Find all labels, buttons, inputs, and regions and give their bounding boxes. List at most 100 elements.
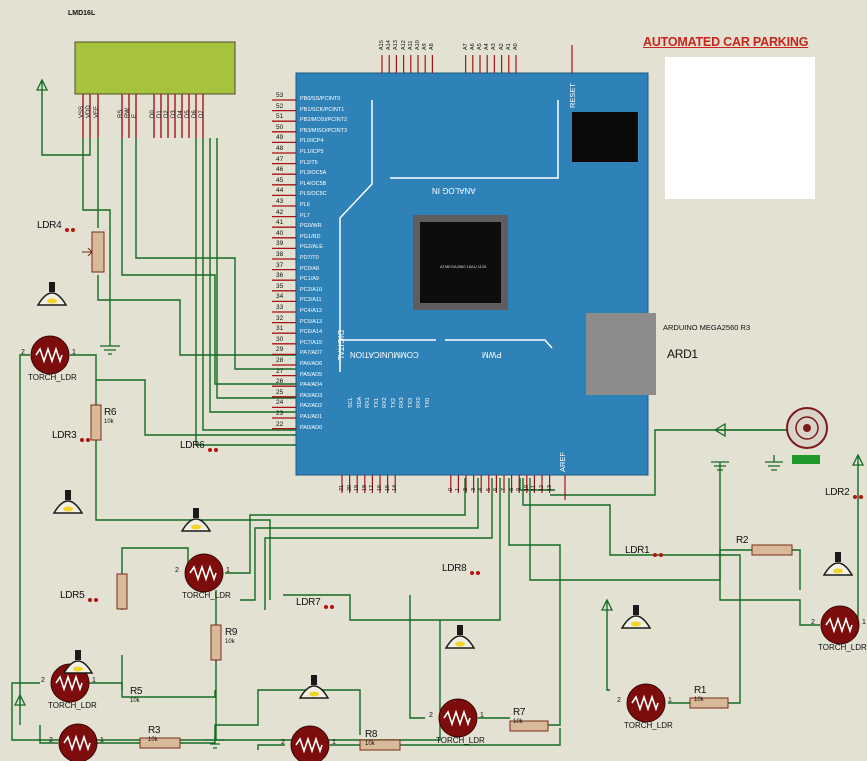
lcd-pin-label: D3	[171, 110, 177, 118]
lcd-pin-label: D2	[164, 110, 170, 118]
lamp-base-icon	[311, 675, 317, 685]
arduino-bottom-pin-label: 11	[531, 485, 538, 491]
resistor-value-label: 10k	[225, 639, 235, 645]
wire-lcd-d4	[216, 138, 298, 399]
reset-label: RESET	[568, 82, 577, 108]
wire-ldr4-right	[70, 354, 97, 405]
resistor-body	[509, 720, 549, 732]
pot-wiper	[82, 247, 93, 257]
arduino-pin-name: PL2/T5	[300, 159, 318, 166]
lamp-bulb-icon	[47, 298, 57, 304]
ground-icon	[206, 735, 224, 749]
page-title: AUTOMATED CAR PARKING	[643, 35, 809, 49]
arduino-pin-name: PA1/AD1	[300, 414, 323, 420]
resistor-value-label: 10k	[694, 697, 704, 703]
wire-r6-down	[95, 440, 271, 600]
lcd-pin-label: D0	[150, 110, 156, 118]
arduino-pin-number: 33	[276, 304, 284, 311]
arduino-pin-number: 41	[276, 219, 284, 227]
lamp-base-icon	[75, 650, 81, 660]
arduino-pin-name: PA5/AD5	[300, 371, 323, 378]
lcd-pin-label: D5	[185, 110, 191, 118]
arduino-comm-pin-label: RX3	[399, 397, 405, 408]
power-arrow-icon	[713, 422, 790, 438]
wire-arduino-9	[264, 478, 493, 610]
dc-motor	[786, 407, 828, 464]
usb-jack	[572, 112, 638, 162]
arduino-pin-number: 32	[276, 314, 284, 322]
arduino-pin-name: PB2/MOSI/PCINT2	[300, 117, 348, 124]
analog-outline	[390, 100, 559, 179]
arduino-bottom-pin-label: 17	[369, 484, 376, 491]
lamp-bulb-icon	[833, 568, 843, 574]
arduino-pin-name: PA2/AD2	[300, 403, 323, 410]
arduino-pin-number: 29	[276, 346, 284, 354]
ldr-zigzag	[631, 694, 659, 712]
arduino-comm-pin-label: RX1	[365, 397, 371, 408]
lcd-pin-label: D1	[157, 110, 163, 118]
wire-ldr6-link	[121, 547, 189, 610]
wire-ldr4-signal	[96, 379, 298, 436]
arduino-pin-name: PA4/AD4	[300, 382, 323, 389]
ground-icon	[100, 340, 120, 355]
ldr-marker-dot	[208, 448, 212, 452]
wire-ldr3-left	[11, 620, 441, 741]
arduino-bottom-pin-label: 10	[523, 484, 530, 491]
ldr-model-label: TORCH_LDR	[182, 591, 231, 600]
ldr-pin-1: 1	[226, 567, 230, 574]
arduino-pin-number: 25	[276, 388, 284, 396]
arduino-pin-name: PC4/A12	[300, 308, 323, 314]
arduino-top-pin-label: A9	[422, 43, 429, 50]
ldr-marker-dot	[65, 228, 69, 232]
resistor-body	[689, 697, 729, 709]
arduino-top-pin-label: A8	[429, 43, 436, 50]
arduino-bottom-pin-label: 1	[455, 487, 462, 491]
ldr-zigzag	[443, 709, 471, 727]
arduino-top-pin-label: A6	[469, 43, 476, 50]
comm-label: COMMUNICATION	[350, 350, 419, 359]
lamp-base-icon	[633, 605, 639, 615]
ground-icon	[711, 461, 729, 471]
ldr-zigzag	[295, 736, 323, 754]
arduino-pin-number: 44	[276, 187, 284, 195]
arduino-pin-number: 28	[276, 357, 284, 364]
ldr-pin-1: 1	[480, 712, 484, 719]
lcd-screen	[74, 41, 236, 95]
power-arrow-icon	[35, 78, 49, 92]
power-arrow-icon	[13, 693, 27, 706]
power-arrow-icon	[851, 453, 865, 466]
arduino-pin-name: PG1/RD	[300, 233, 321, 240]
arduino-pin-number: 43	[276, 198, 284, 205]
digital-outline	[339, 100, 373, 355]
lcd-pin-label: VSS	[79, 105, 85, 118]
ldr-pin-2: 2	[21, 349, 25, 356]
arduino-pin-name: PA3/AD3	[300, 392, 323, 399]
arduino-comm-pin-label: RX0	[416, 397, 422, 408]
lamp-base-icon	[49, 282, 55, 292]
arduino-comm-pin-label: TX0	[424, 397, 431, 408]
resistor-layer	[90, 404, 793, 751]
wire-lcd-vdd	[41, 92, 91, 156]
wire-ldr3-right	[85, 682, 123, 690]
wire-lcd-e	[135, 138, 298, 370]
wire-lcd-d5	[209, 138, 298, 413]
wire-lcd-vss-gnd	[82, 138, 111, 340]
potentiometer	[82, 231, 105, 273]
arduino-pin-name: PC3/A11	[300, 297, 322, 304]
arduino-pin-number: 27	[276, 367, 284, 375]
wire-arduino-11	[519, 478, 555, 491]
arduino-pin-number: 40	[276, 229, 284, 237]
lamp-layer	[36, 282, 854, 699]
wire-arduino-10	[283, 478, 501, 621]
ldr-pin-2: 2	[617, 697, 621, 704]
pot-body	[91, 231, 105, 273]
ldr-ref-label: LDR3	[52, 430, 77, 441]
ldr-layer	[30, 228, 863, 761]
lcd-pin-label: D6	[192, 110, 198, 118]
arduino-left-pins	[272, 99, 296, 430]
lamp-bulb-icon	[631, 621, 641, 627]
lamp-bulb-icon	[455, 641, 465, 647]
wire-ldr4-left	[19, 354, 30, 725]
arduino-bottom-pin-label: 18	[361, 484, 368, 491]
ldr-pin-2: 2	[41, 677, 45, 684]
